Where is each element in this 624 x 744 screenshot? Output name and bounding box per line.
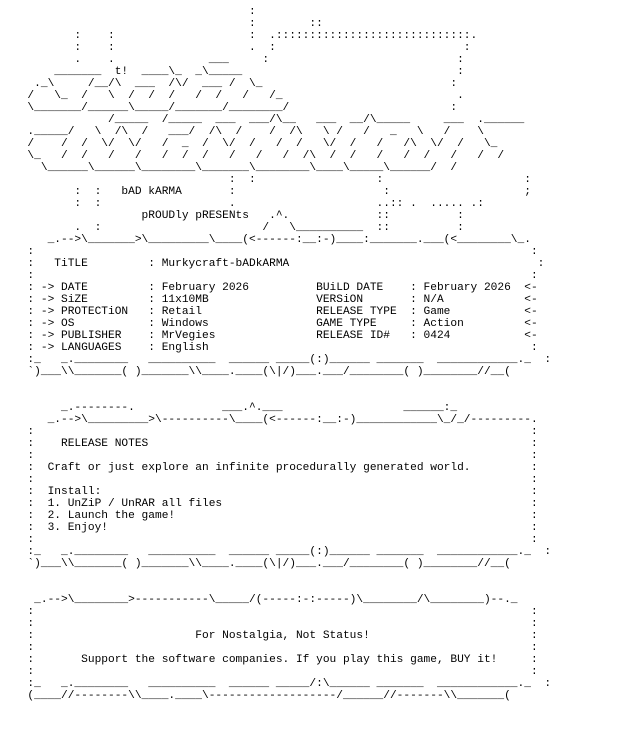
nfo-line: : : (14, 606, 538, 618)
nfo-line: : -> DATE : February 2026 BUiLD DATE : F… (14, 282, 538, 294)
nfo-line: \______\______\________\_______\________… (14, 162, 458, 174)
nfo-line: pROUDly pRESENts .^. :: : (14, 210, 464, 222)
nfo-line: : : (14, 450, 538, 462)
nfo-line: : : . ..:: . ..... .: (14, 198, 484, 210)
nfo-line: : : (14, 642, 538, 654)
nfo-line: : -> SiZE : 11x10MB VERSiON : N/A <- (14, 294, 538, 306)
nfo-line: : TiTLE : Murkycraft-bADkARMA : (14, 258, 545, 270)
nfo-line: : RELEASE NOTES : (14, 438, 538, 450)
nfo-line: :_ _.________ __________ ______ _____(:)… (14, 546, 552, 558)
nfo-line: . . ___ : : (14, 54, 464, 66)
nfo-line: _.-->\_________>\----------\____(<------… (14, 414, 538, 426)
nfo-line: : Install: : (14, 486, 538, 498)
nfo-line: . : / \__________ :: : (14, 222, 464, 234)
nfo-line: : : : .:::::::::::::::::::::::::::::. (14, 30, 478, 42)
nfo-line (14, 582, 624, 594)
nfo-line: : -> OS : Windows GAME TYPE : Action <- (14, 318, 538, 330)
nfo-line: : 1. UnZiP / UnRAR all files : (14, 498, 538, 510)
nfo-line: : : (14, 618, 538, 630)
nfo-line: : : : : (14, 174, 531, 186)
nfo-line: _.-->\_______>\_________\____(<------:__… (14, 234, 531, 246)
nfo-line: :_ _.________ __________ ______ _____(:)… (14, 354, 552, 366)
nfo-line: :_ _.________ __________ ______ _____/:\… (14, 678, 552, 690)
nfo-line: : : (14, 534, 538, 546)
nfo-line: : (14, 6, 256, 18)
nfo-line: : : . : : (14, 42, 471, 54)
nfo-line (14, 702, 624, 714)
nfo-line (14, 570, 624, 582)
nfo-line: /_____ /_____ ___ ___/\__ ___ __/\_____ … (14, 114, 525, 126)
nfo-line: : : (14, 270, 538, 282)
nfo-line: : : (14, 426, 538, 438)
nfo-line: / \_ / \ / / / / / / /_ . (14, 90, 464, 102)
nfo-line: : : (14, 246, 538, 258)
nfo-line (14, 378, 624, 390)
nfo-line: \_ / / / / / / / / / / /\ / / / / / / / … (14, 150, 505, 162)
nfo-line: : 2. Launch the game! : (14, 510, 538, 522)
nfo-line: _.--------. ___.^.___ ______:_ (14, 402, 458, 414)
nfo-line: : -> LANGUAGES : English : (14, 342, 538, 354)
nfo-line: : -> PROTECTiON : Retail RELEASE TYPE : … (14, 306, 538, 318)
nfo-line: (____//--------\\____.____\-------------… (14, 690, 518, 702)
nfo-line: : -> PUBLISHER : MrVegies RELEASE ID# : … (14, 330, 538, 342)
nfo-line: : : (14, 666, 538, 678)
nfo-line: : :: (14, 18, 323, 30)
nfo-line: : Craft or just explore an infinite proc… (14, 462, 538, 474)
nfo-line: : 3. Enjoy! : (14, 522, 538, 534)
nfo-line: `)___\\_______( )_______\\____.____(\|/)… (14, 558, 518, 570)
nfo-line: ._\ /__/\ ___ /\/ ___ / \_ : (14, 78, 458, 90)
nfo-line: _______ t! ____\_ _\_____ : (14, 66, 464, 78)
nfo-line (14, 390, 624, 402)
nfo-line: _.-->\________>-----------\_____/(-----:… (14, 594, 518, 606)
nfo-line: / / / \/ \/ / _ / \/ / / / \/ / / /\ \/ … (14, 138, 498, 150)
nfo-ascii-art: : : :: : : : .::::::::::::::::::::::::::… (14, 6, 624, 714)
nfo-line: : : bAD kARMA : : ; (14, 186, 531, 198)
nfo-line: `)___\\_______( )_______\\____.____(\|/)… (14, 366, 518, 378)
nfo-line: : : (14, 474, 538, 486)
nfo-line: \_______/______\_____/_______/________/ … (14, 102, 458, 114)
nfo-line: : Support the software companies. If you… (14, 654, 538, 666)
nfo-line: ._____/ \ /\ / ___/ /\ / / /\ \ / / _ \ … (14, 126, 484, 138)
nfo-line: : For Nostalgia, Not Status! : (14, 630, 538, 642)
